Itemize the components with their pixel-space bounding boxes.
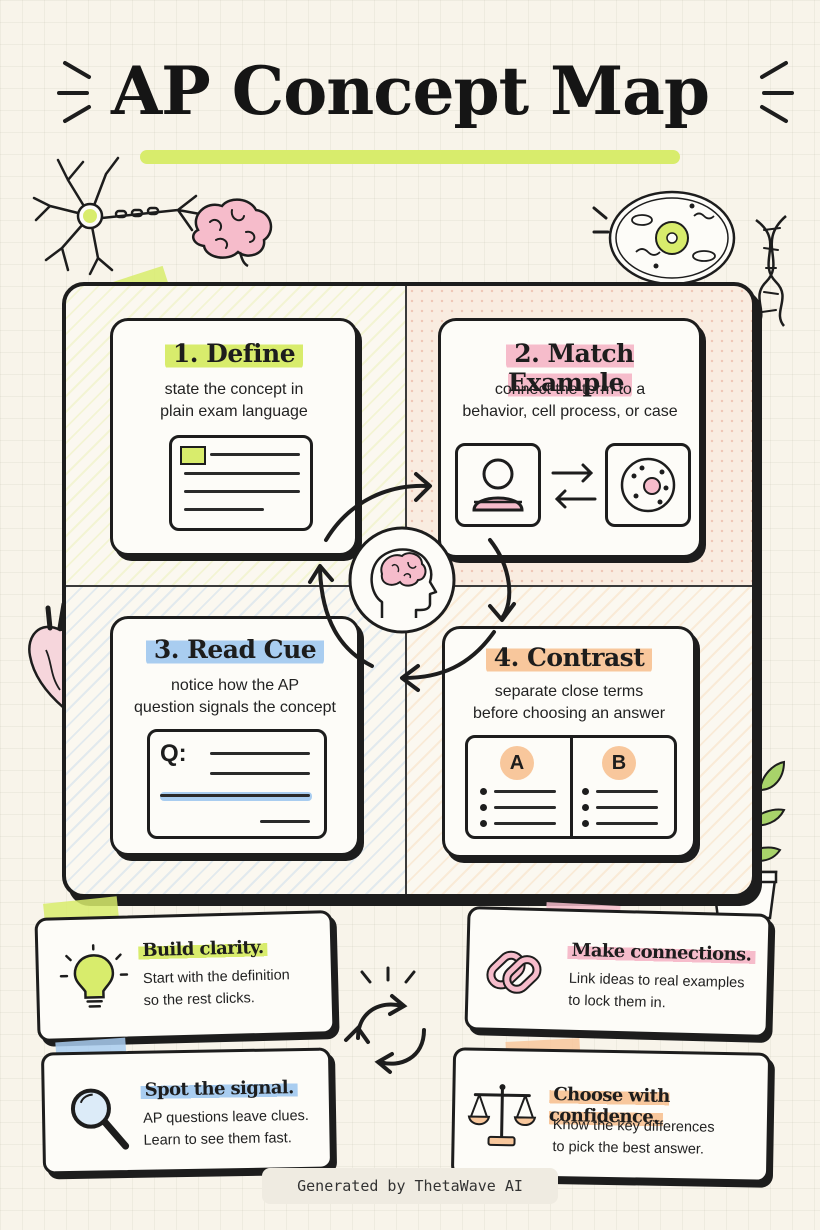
step-title: 3. Read Cue — [113, 633, 357, 666]
step-description: separate close terms before choosing an … — [472, 683, 666, 722]
cell-nucleus-icon — [605, 443, 691, 527]
cycle-arrows-center — [308, 472, 516, 692]
step-card-define: 1. Define state the concept in plain exa… — [110, 318, 358, 556]
head-brain-icon — [348, 526, 456, 634]
magnifier-icon — [70, 1088, 130, 1150]
step-title: 4. Contrast — [445, 641, 693, 674]
step-card-read-cue: 3. Read Cue notice how the AP question s… — [110, 616, 360, 856]
step-description: notice how the AP question signals the c… — [134, 677, 336, 716]
step-description: state the concept in plain exam language — [160, 381, 308, 420]
sparkle-right-icon — [760, 61, 794, 123]
title-underline — [140, 150, 680, 164]
neuron-icon — [32, 156, 202, 276]
contrast-table-icon: A B — [465, 735, 677, 839]
question-card-icon: Q: — [147, 729, 327, 839]
cell-sparkle-icon — [592, 206, 610, 234]
step-card-contrast: 4. Contrast separate close terms before … — [442, 626, 696, 858]
person-icon — [455, 443, 541, 527]
scales-icon — [467, 1084, 537, 1147]
tip-card-make-connections: Make connections. Link ideas to real exa… — [464, 906, 772, 1038]
tip-title: Spot the signal. — [140, 1077, 298, 1101]
lightbulb-icon — [59, 944, 129, 1008]
tip-card-choose-with-confidence: Choose with confidence. Know the key dif… — [450, 1047, 772, 1183]
document-icon — [169, 435, 313, 531]
step-description: connect the term to a behavior, cell pro… — [462, 381, 678, 420]
tip-card-build-clarity: Build clarity. Start with the definition… — [34, 910, 336, 1042]
tip-description: AP questions leave clues.Learn to see th… — [142, 1107, 310, 1149]
tip-card-spot-the-signal: Spot the signal. AP questions leave clue… — [40, 1047, 334, 1175]
option-a-badge: A — [500, 746, 534, 780]
dna-icon — [755, 215, 787, 329]
page-title: AP Concept Map — [110, 52, 710, 130]
tip-title: Make connections. — [567, 939, 756, 966]
footer-credit: Generated by ThetaWave AI — [262, 1168, 558, 1204]
step-title: 2. Match Example — [506, 337, 634, 399]
sparkle-left-icon — [57, 61, 91, 123]
swap-arrows-icon — [551, 463, 597, 509]
step-title: 1. Define — [113, 337, 355, 370]
cell-icon — [608, 190, 736, 286]
tip-title: Build clarity. — [138, 936, 268, 962]
question-label: Q: — [160, 740, 187, 767]
chain-link-icon — [486, 950, 542, 994]
brain-icon — [191, 198, 273, 268]
option-b-badge: B — [602, 746, 636, 780]
cycle-arrows-icon — [344, 966, 426, 1074]
step-card-match-example: 2. Match Example connect the term to a b… — [438, 318, 702, 558]
